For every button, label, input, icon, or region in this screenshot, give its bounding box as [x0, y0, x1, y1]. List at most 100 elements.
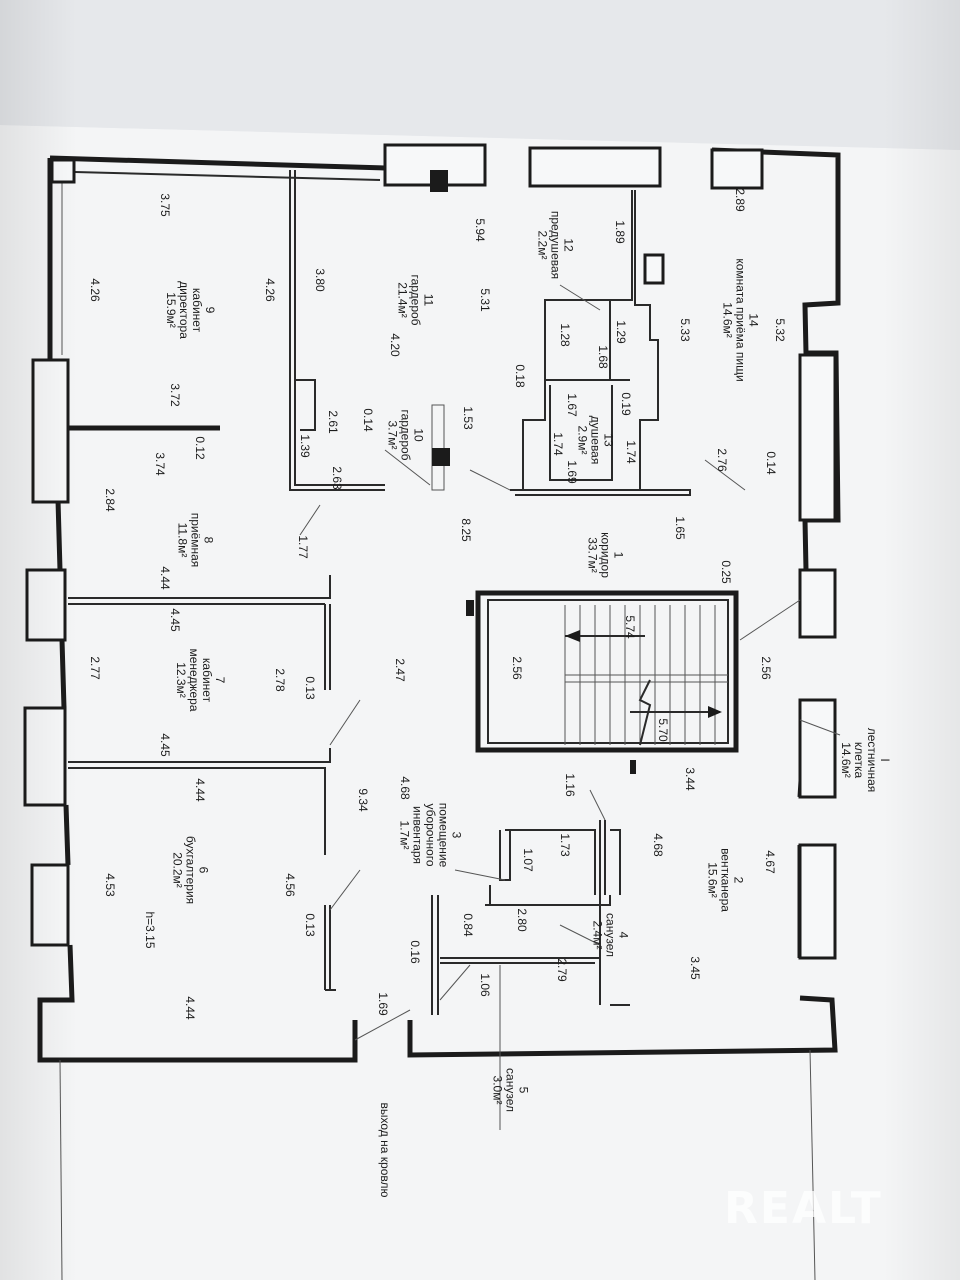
- room-label-4: 4 санузел 2.4м²: [590, 913, 631, 957]
- window-top-2: [528, 146, 662, 188]
- room-label-11: 11 гардероб 21.4м²: [395, 274, 436, 326]
- roof-wall-line: [59, 1059, 63, 1280]
- stair-break-line: [638, 679, 652, 746]
- column-wardrobe-10: [432, 448, 450, 466]
- dim-label: 4.44: [183, 996, 197, 1020]
- dim-label: 1.69: [376, 992, 390, 1016]
- dim-label: 5.94: [473, 218, 487, 242]
- stair-door-swing: [739, 599, 801, 641]
- outer-wall-top-inner: [74, 171, 381, 181]
- dim-label: 1.28: [558, 323, 572, 347]
- dim-label: 2.61: [326, 410, 340, 434]
- dim-label: 4.67: [763, 850, 777, 874]
- dim-label: 1.73: [558, 833, 572, 857]
- dim-label: 5.31: [478, 288, 492, 312]
- partition-corridor-left: [324, 604, 336, 991]
- door-swing-8: [299, 504, 321, 536]
- dim-label: 0.19: [619, 392, 633, 416]
- dim-label: 0.16: [408, 940, 422, 964]
- window-left-2: [25, 568, 67, 642]
- dim-label: 3.80: [313, 268, 327, 292]
- dim-label: 4.44: [193, 778, 207, 802]
- room-3-leader: [454, 869, 506, 881]
- dim-label: 2.63: [330, 466, 344, 490]
- dim-label: 0.84: [461, 913, 475, 937]
- outer-wall-left: [37, 158, 358, 1063]
- partition-room-7-6: [68, 748, 331, 855]
- dim-label: 5.74: [623, 615, 637, 639]
- ceiling-height: h=3.15: [143, 911, 157, 949]
- door-swing-4: [559, 924, 601, 946]
- dim-label: 0.13: [303, 913, 317, 937]
- exit-door-swing: [354, 1009, 411, 1041]
- dim-label: 4.26: [88, 278, 102, 302]
- dim-label: 0.14: [764, 451, 778, 475]
- dim-label: 1.07: [521, 848, 535, 872]
- dim-label: 4.45: [168, 608, 182, 632]
- roof-wall-line-right: [809, 1049, 816, 1280]
- dim-label: 1.53: [461, 406, 475, 430]
- dim-label: 2.84: [103, 488, 117, 512]
- door-swing-5: [439, 964, 471, 1001]
- dim-label: 3.44: [683, 767, 697, 791]
- room-label-10: 10 гардероб 3.7м²: [385, 409, 426, 461]
- dim-label: 3.75: [158, 193, 172, 217]
- window-left-1: [31, 358, 70, 504]
- dim-label: 0.12: [193, 436, 207, 460]
- dim-label: 1.74: [624, 440, 638, 464]
- dim-label: 2.80: [515, 908, 529, 932]
- dim-label: 2.78: [273, 668, 287, 692]
- dim-label: 0.25: [719, 560, 733, 584]
- door-swing-7: [329, 699, 361, 746]
- dim-label: 1.39: [298, 434, 312, 458]
- dim-label: 1.65: [673, 516, 687, 540]
- partition-room-8-7: [68, 575, 331, 605]
- door-swing-1: [469, 469, 511, 491]
- dim-label: 4.45: [158, 733, 172, 757]
- dim-label: 4.56: [283, 873, 297, 897]
- partition-wardrobe-11: [289, 170, 385, 491]
- window-right-3: [798, 698, 837, 799]
- dim-label: 3.72: [168, 383, 182, 407]
- door-swing-12: [559, 284, 601, 311]
- room-label-stair: I лестничная клетка 14.6м²: [839, 727, 892, 793]
- window-top-3: [710, 148, 764, 190]
- dim-label: 2.89: [733, 188, 747, 212]
- wardrobe-10-niche: [431, 404, 445, 491]
- dim-label: 9.34: [356, 788, 370, 812]
- dim-label: 4.20: [388, 333, 402, 357]
- room-label-12: 12 предушевая 2.2м²: [535, 210, 576, 280]
- dim-label: 2.79: [555, 958, 569, 982]
- dim-label: 4.44: [158, 566, 172, 590]
- dim-label: 4.68: [651, 833, 665, 857]
- roof-exit-note: выход на кровлю: [378, 1102, 392, 1198]
- realt-watermark: REALT: [724, 1183, 883, 1234]
- dim-label: 4.53: [103, 873, 117, 897]
- column-corner: [50, 158, 76, 184]
- dim-label: 2.47: [393, 658, 407, 682]
- dim-label: 2.77: [88, 656, 102, 680]
- dim-label: 1.29: [614, 320, 628, 344]
- stair-treads: [564, 605, 728, 745]
- stair-post: [630, 760, 636, 774]
- stair-inner: [487, 599, 729, 744]
- dim-label: 1.77: [296, 535, 310, 559]
- dim-label: 5.32: [773, 318, 787, 342]
- stair-well: [475, 590, 739, 753]
- dim-label: 1.16: [563, 773, 577, 797]
- window-left-4: [30, 863, 70, 947]
- dim-label: 1.68: [596, 345, 610, 369]
- room-label-6: 6 бухгалтерия 20.2м²: [170, 835, 211, 905]
- stair-marker: [466, 600, 474, 616]
- window-right-4: [798, 843, 837, 960]
- dim-label: 4.26: [263, 278, 277, 302]
- window-right-2: [798, 568, 837, 639]
- window-left-3: [23, 706, 67, 807]
- room-label-5: 5 санузел 3.0м²: [490, 1068, 531, 1112]
- door-swing-10: [384, 449, 431, 486]
- vent-shaft: [643, 253, 665, 285]
- dim-label: 5.70: [656, 718, 670, 742]
- dim-label: 2.76: [715, 448, 729, 472]
- dim-label: 1.67: [565, 393, 579, 417]
